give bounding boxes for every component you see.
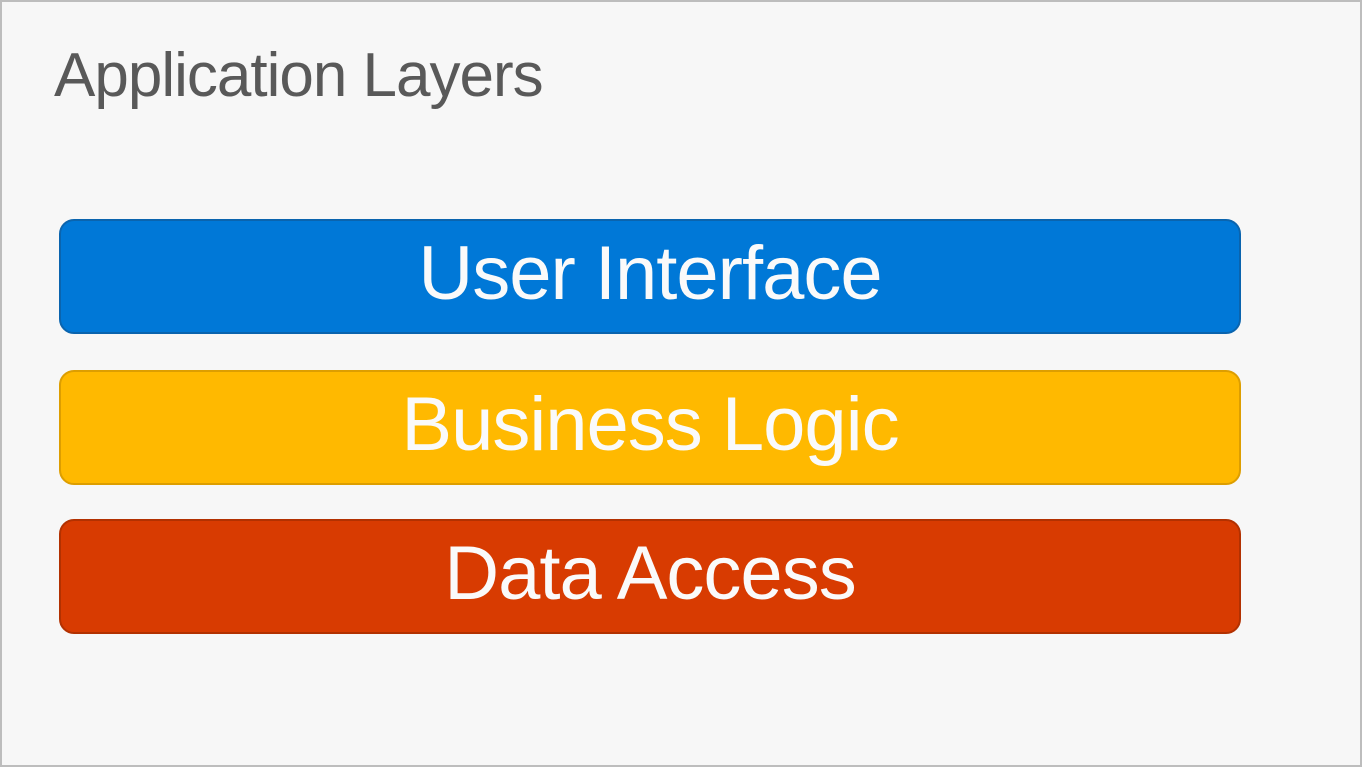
layer-label-data-access: Data Access bbox=[444, 530, 856, 616]
layer-bar-business-logic: Business Logic bbox=[59, 370, 1241, 485]
layer-bar-data-access: Data Access bbox=[59, 519, 1241, 634]
layer-label-user-interface: User Interface bbox=[418, 230, 882, 316]
layer-bar-user-interface: User Interface bbox=[59, 219, 1241, 334]
layer-label-business-logic: Business Logic bbox=[401, 381, 899, 467]
slide-title: Application Layers bbox=[54, 41, 544, 110]
